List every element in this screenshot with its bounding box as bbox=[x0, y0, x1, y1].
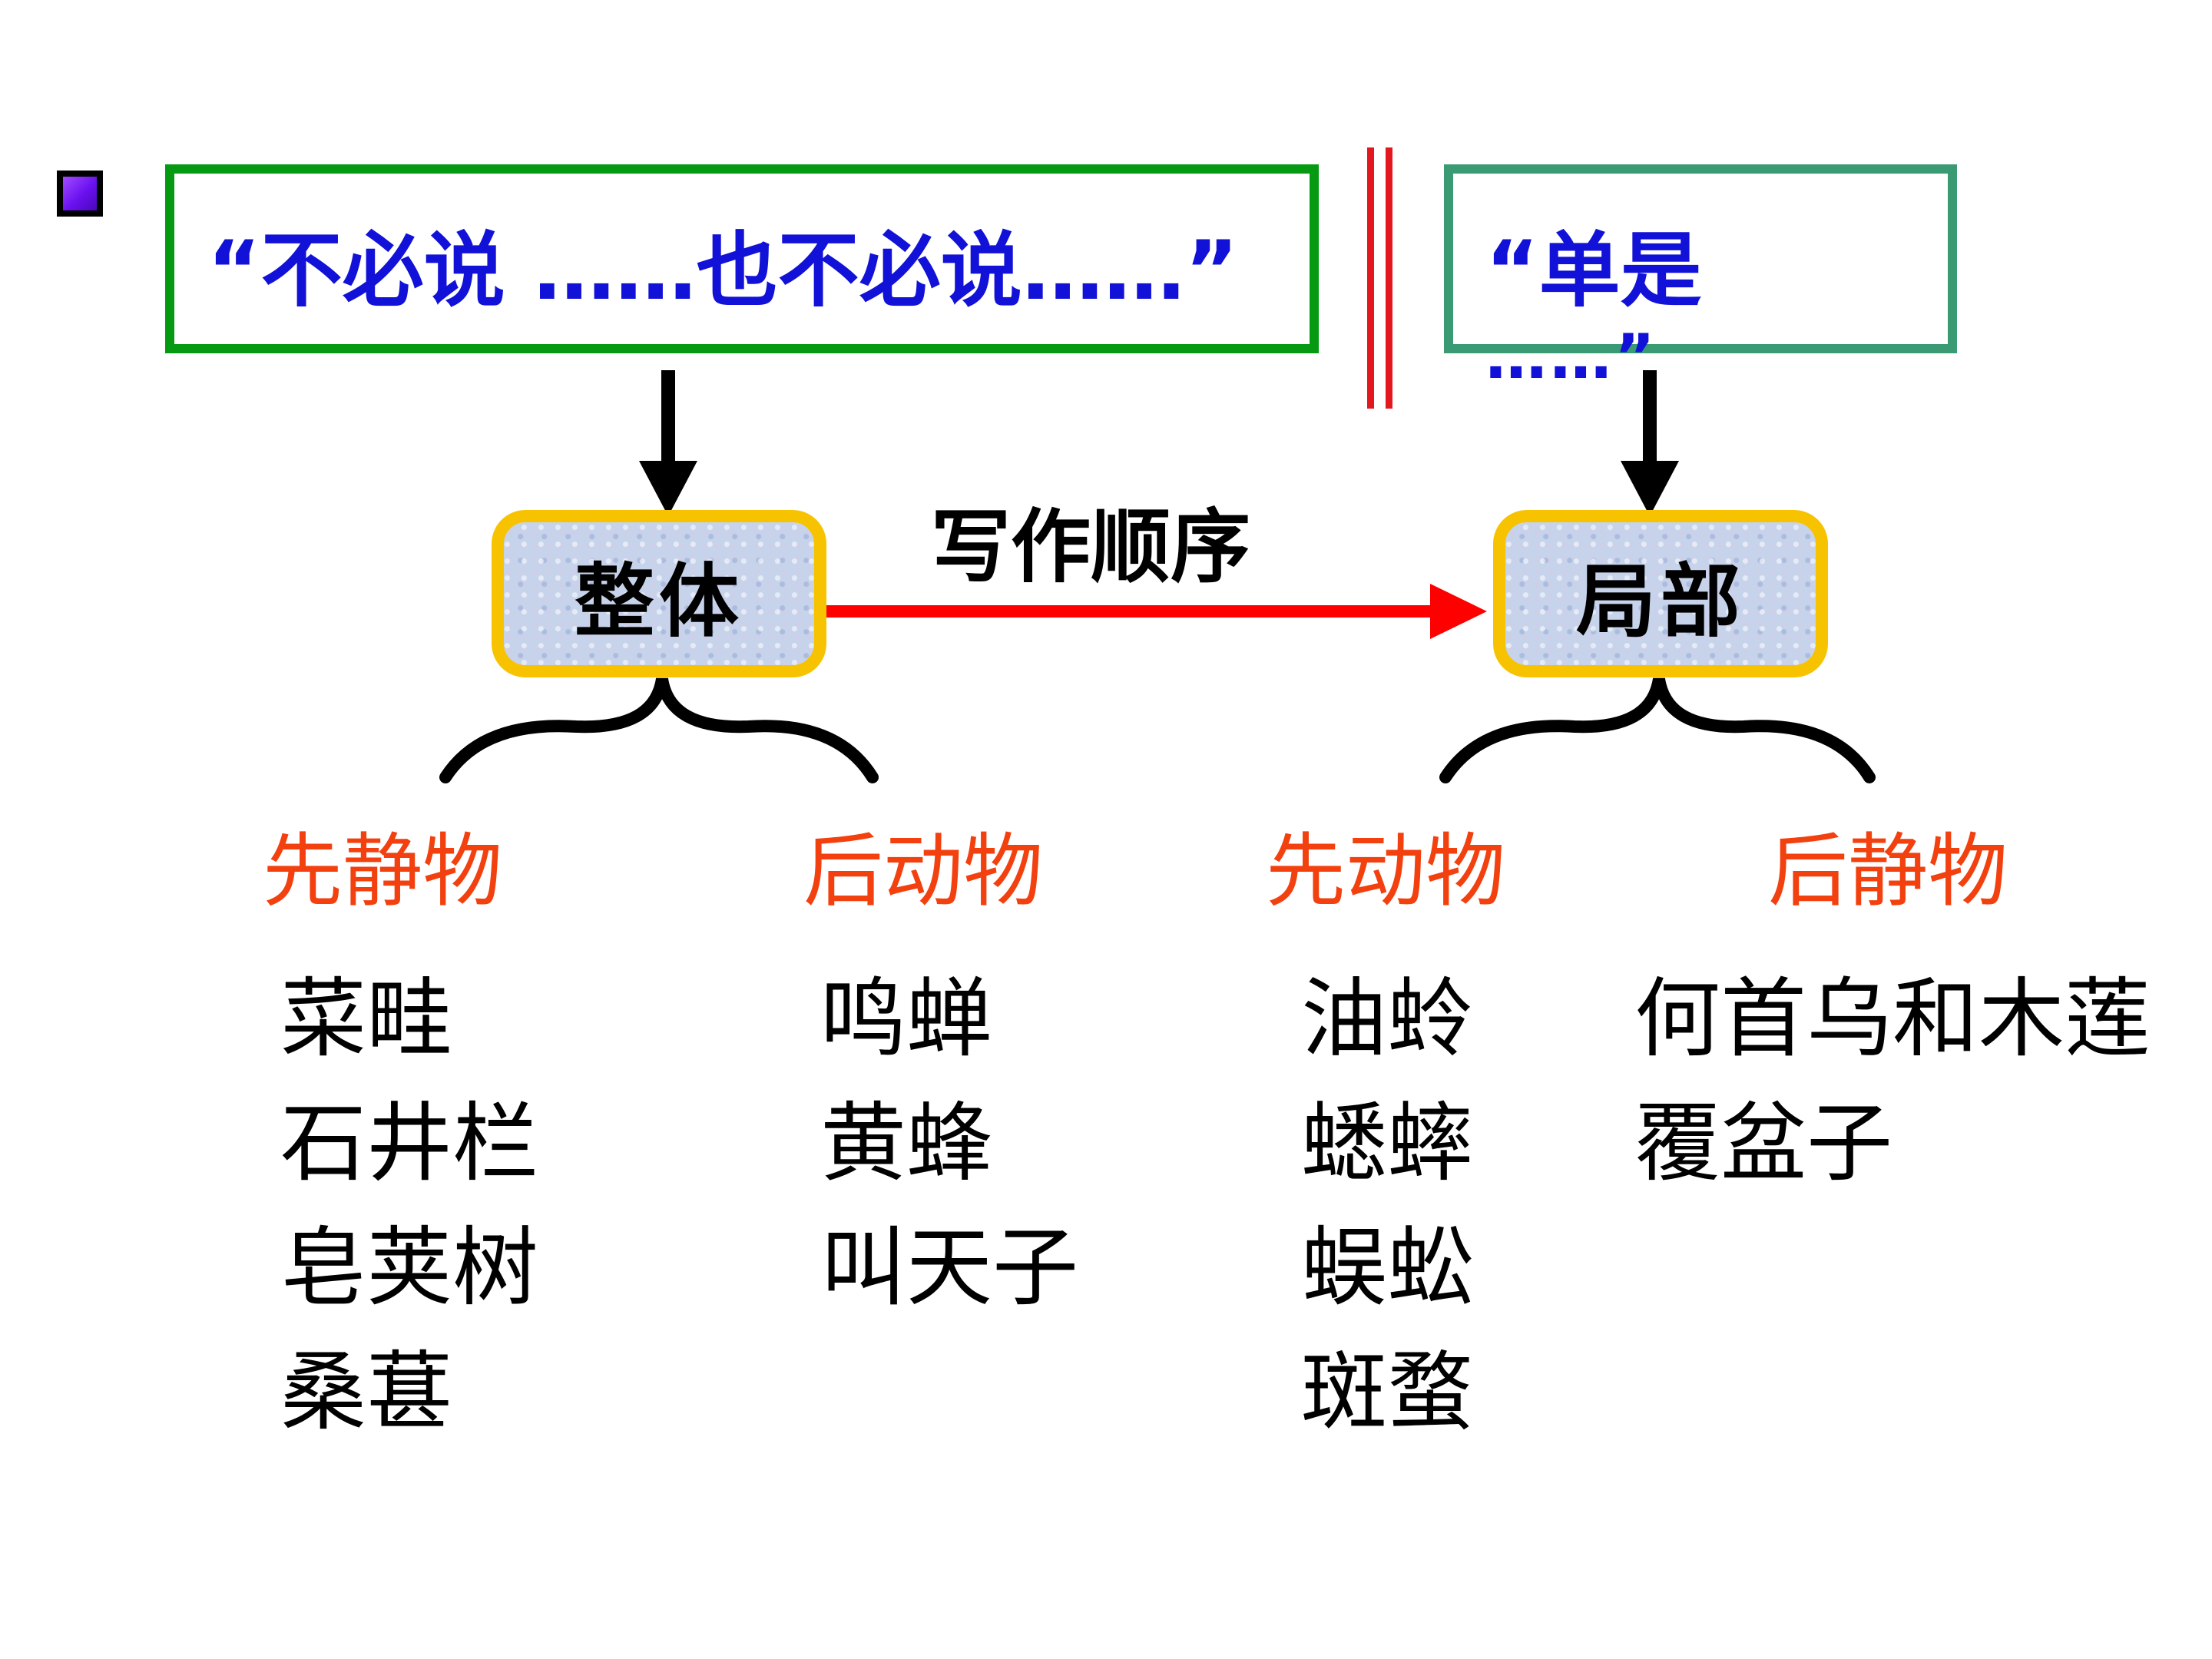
list-item: 叫天子 bbox=[820, 1218, 1078, 1318]
list-item: 石井栏 bbox=[280, 1094, 538, 1194]
quote-box-left bbox=[165, 164, 1319, 353]
item-list-2: 鸣蝉 黄蜂 叫天子 bbox=[820, 957, 1078, 1330]
list-item: 蟋蟀 bbox=[1301, 1094, 1473, 1194]
category-title-2: 后动物 bbox=[803, 824, 1044, 918]
brace-left bbox=[439, 677, 879, 783]
category-title-1: 先静物 bbox=[263, 824, 503, 918]
node-whole-label: 整体 bbox=[574, 553, 743, 648]
quote-text-left: “不必说 ……也不必说……” bbox=[207, 224, 1239, 318]
order-arrow bbox=[826, 584, 1487, 639]
list-item: 斑蝥 bbox=[1301, 1343, 1473, 1442]
list-item: 油蛉 bbox=[1301, 969, 1473, 1069]
order-label: 写作顺序 bbox=[931, 500, 1251, 594]
divider-line-2 bbox=[1386, 147, 1392, 409]
quote-text-right-line1: “单是 bbox=[1485, 224, 1702, 318]
category-title-3: 先动物 bbox=[1266, 824, 1506, 918]
quote-text-right-line2: ……” bbox=[1485, 321, 1658, 392]
list-item: 桑葚 bbox=[280, 1343, 452, 1442]
list-item: 蜈蚣 bbox=[1301, 1218, 1473, 1318]
node-part: 局部 bbox=[1493, 510, 1828, 677]
list-item: 覆盆子 bbox=[1634, 1094, 1892, 1194]
item-list-3: 油蛉 蟋蟀 蜈蚣 斑蝥 bbox=[1301, 957, 1473, 1455]
arrow-down-left bbox=[639, 370, 697, 516]
list-item: 皂荚树 bbox=[280, 1218, 538, 1318]
divider-line-1 bbox=[1367, 147, 1374, 409]
list-item: 菜畦 bbox=[280, 969, 452, 1069]
item-list-4: 何首乌和木莲 覆盆子 bbox=[1634, 957, 2151, 1206]
item-list-1: 菜畦 石井栏 皂荚树 桑葚 bbox=[280, 957, 538, 1455]
node-whole: 整体 bbox=[492, 510, 826, 677]
quote-box-right bbox=[1444, 164, 1957, 353]
list-item: 何首乌和木莲 bbox=[1634, 969, 2151, 1069]
list-item: 黄蜂 bbox=[820, 1094, 992, 1194]
brace-right bbox=[1439, 677, 1876, 783]
arrow-down-right bbox=[1621, 370, 1679, 516]
bullet-square bbox=[57, 171, 103, 217]
node-part-label: 局部 bbox=[1575, 553, 1745, 648]
list-item: 鸣蝉 bbox=[820, 969, 992, 1069]
category-title-4: 后静物 bbox=[1768, 824, 2008, 918]
